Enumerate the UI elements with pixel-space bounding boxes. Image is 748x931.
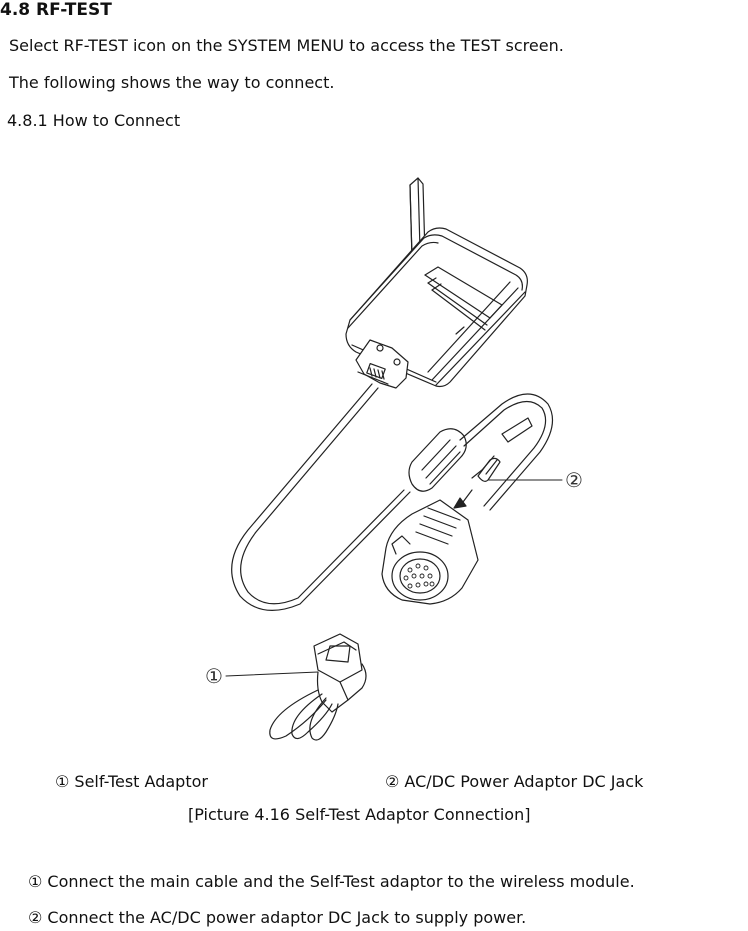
callout-2: ② (565, 468, 583, 492)
self-test-adaptor (269, 633, 367, 741)
connection-illustration: ② ① (205, 177, 583, 741)
legend-item-1: ① Self-Test Adaptor (55, 772, 208, 791)
figure-caption: [Picture 4.16 Self-Test Adaptor Connecti… (188, 805, 531, 824)
legend-item-2: ② AC/DC Power Adaptor DC Jack (385, 772, 644, 791)
round-connector (381, 499, 479, 605)
intro-line-1: Select RF-TEST icon on the SYSTEM MENU t… (9, 36, 564, 55)
intro-line-2: The following shows the way to connect. (9, 73, 335, 92)
callout-1: ① (205, 664, 223, 688)
insert-arrow (453, 489, 473, 509)
main-cable (231, 383, 411, 611)
step-1: ① Connect the main cable and the Self-Te… (28, 872, 635, 891)
connector-pins (403, 563, 435, 589)
subsection-heading: 4.8.1 How to Connect (7, 111, 181, 130)
ferrite-core (408, 428, 467, 492)
module-connector (355, 339, 409, 389)
wireless-module (345, 227, 528, 388)
upper-cable (459, 393, 554, 511)
dc-jack (471, 455, 501, 482)
step-2: ② Connect the AC/DC power adaptor DC Jac… (28, 908, 527, 927)
section-heading: 4.8 RF-TEST (0, 0, 112, 20)
leader-line-1 (225, 671, 319, 677)
